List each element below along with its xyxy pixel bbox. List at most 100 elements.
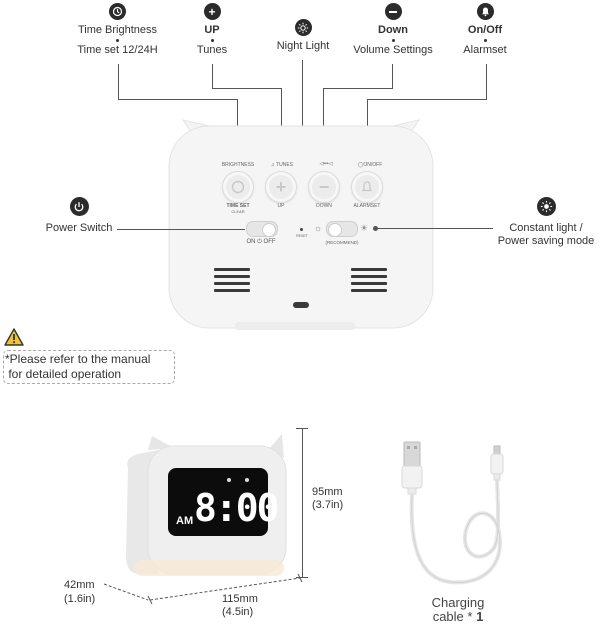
speaker-grill-right <box>351 282 387 285</box>
up-callout: + UP Tunes <box>180 3 244 57</box>
note-line2: for detailed operation <box>5 367 122 381</box>
dimension-line <box>302 428 303 578</box>
leader-line <box>323 88 393 89</box>
dimension-tick <box>296 577 308 578</box>
brightness-callout: Time Brightness Time set 12/24H <box>70 3 165 57</box>
bullet-dot <box>116 39 119 42</box>
power-callout: Power Switch <box>40 197 118 235</box>
cable-label-line2-text: cable * <box>432 609 477 624</box>
constant-light-callout-line1: Constant light / <box>509 222 583 234</box>
minus-icon <box>384 3 402 20</box>
leader-line <box>392 64 393 88</box>
down-callout: Down Volume Settings <box>345 3 441 57</box>
usb-port <box>293 302 309 308</box>
onoff-label-text: ON/OFF <box>363 162 383 168</box>
leader-line <box>281 88 282 137</box>
bullet-dot <box>483 39 487 42</box>
depth-in: (1.6in) <box>64 593 96 605</box>
speaker-grill-right <box>351 268 387 271</box>
clear-label: CLEAR <box>231 209 245 214</box>
note-box <box>3 350 175 384</box>
time-set-label: TIME SET <box>226 203 250 209</box>
leader-line <box>237 99 238 137</box>
up-callout-title: UP <box>204 24 220 36</box>
speaker-grill-left <box>214 289 250 292</box>
height-mm: 95mm <box>312 486 343 498</box>
down-callout-line2: Volume Settings <box>353 44 433 56</box>
down-button[interactable]: − <box>308 171 340 203</box>
warning-icon <box>4 328 24 346</box>
dimension-lines-bottom <box>103 573 303 605</box>
light-mode-switch[interactable] <box>326 221 358 237</box>
leader-line <box>117 229 245 230</box>
dim-sun-icon: ☀ <box>359 223 369 233</box>
onoff-callout-title: On/Off <box>467 24 503 36</box>
up-label: UP <box>277 203 285 209</box>
leader-line <box>323 88 324 137</box>
cable-label-line2: cable * 1 <box>418 610 498 624</box>
bell-icon <box>476 3 494 20</box>
on-label: ON <box>246 239 256 245</box>
speaker-grill-left <box>214 282 250 285</box>
onoff-label: ◯ON/OFF <box>357 162 383 168</box>
sun-small-icon: ☼ <box>313 223 323 233</box>
clock-front-view <box>126 434 287 576</box>
night-light-callout-label: Night Light <box>276 40 330 52</box>
bullet-dot <box>391 39 395 42</box>
alarmset-button[interactable] <box>351 171 383 203</box>
power-switch-knob <box>262 223 276 237</box>
speaker-grill-right <box>351 275 387 278</box>
brightness-callout-line2: Time set 12/24H <box>77 44 158 56</box>
cable-label-line1: Charging <box>431 595 485 610</box>
speaker-grill-right <box>351 289 387 292</box>
power-switch-labels: ON ⏻ OFF <box>246 239 276 245</box>
leader-line <box>212 88 282 89</box>
leader-line <box>302 60 303 128</box>
night-light-callout: Night Light <box>267 19 339 53</box>
width-in: (4.5in) <box>222 606 254 618</box>
reset-label: RESET <box>296 234 308 238</box>
brightness-label: BRIGHTNESS <box>221 162 255 168</box>
down-label: DOWN <box>316 203 332 209</box>
leader-line <box>118 99 238 100</box>
width-mm: 115mm <box>222 593 258 605</box>
height-in: (3.7in) <box>312 499 344 511</box>
recommend-label: (RECOMMEND) <box>325 240 359 245</box>
constant-light-callout: Constant light / Power saving mode <box>492 197 600 248</box>
depth-mm: 42mm <box>64 579 95 591</box>
bullet-dot <box>210 39 214 42</box>
leader-line <box>375 228 493 229</box>
clock-time: 8:00 <box>194 486 280 530</box>
constant-light-callout-line2: Power saving mode <box>497 235 595 247</box>
speaker-grill-left <box>214 268 250 271</box>
sun-icon <box>294 19 312 36</box>
down-callout-title: Down <box>378 24 408 36</box>
off-label: OFF <box>263 239 276 245</box>
light-mode-switch-knob <box>328 223 342 237</box>
leader-line <box>212 64 213 88</box>
leader-line <box>367 99 368 137</box>
power-switch[interactable] <box>246 221 278 237</box>
reset-hole[interactable] <box>300 228 303 231</box>
dimension-tick <box>296 428 308 429</box>
volume-icon: ◁•••◁ <box>319 161 333 167</box>
note-line1: *Please refer to the manual <box>5 352 151 366</box>
charging-cable-image <box>401 441 504 585</box>
power-callout-label: Power Switch <box>45 222 113 234</box>
clock-ampm: AM <box>176 515 194 527</box>
onoff-callout: On/Off Alarmset <box>452 3 518 57</box>
leader-line <box>118 64 119 100</box>
speaker-grill-left <box>214 275 250 278</box>
up-button[interactable]: + <box>265 171 297 203</box>
tunes-label: ♫ TUNES <box>270 162 293 168</box>
up-callout-line2: Tunes <box>196 44 228 56</box>
clock-icon <box>109 3 126 20</box>
onoff-callout-line2: Alarmset <box>463 44 507 56</box>
power-icon <box>69 197 89 216</box>
brightness-callout-line1: Time Brightness <box>77 24 158 36</box>
alarmset-label: ALARMSET <box>353 203 381 209</box>
leader-line <box>486 64 487 100</box>
brightness-button[interactable] <box>222 171 254 203</box>
tunes-label-text: TUNES <box>276 162 293 168</box>
cable-count: 1 <box>476 609 484 624</box>
